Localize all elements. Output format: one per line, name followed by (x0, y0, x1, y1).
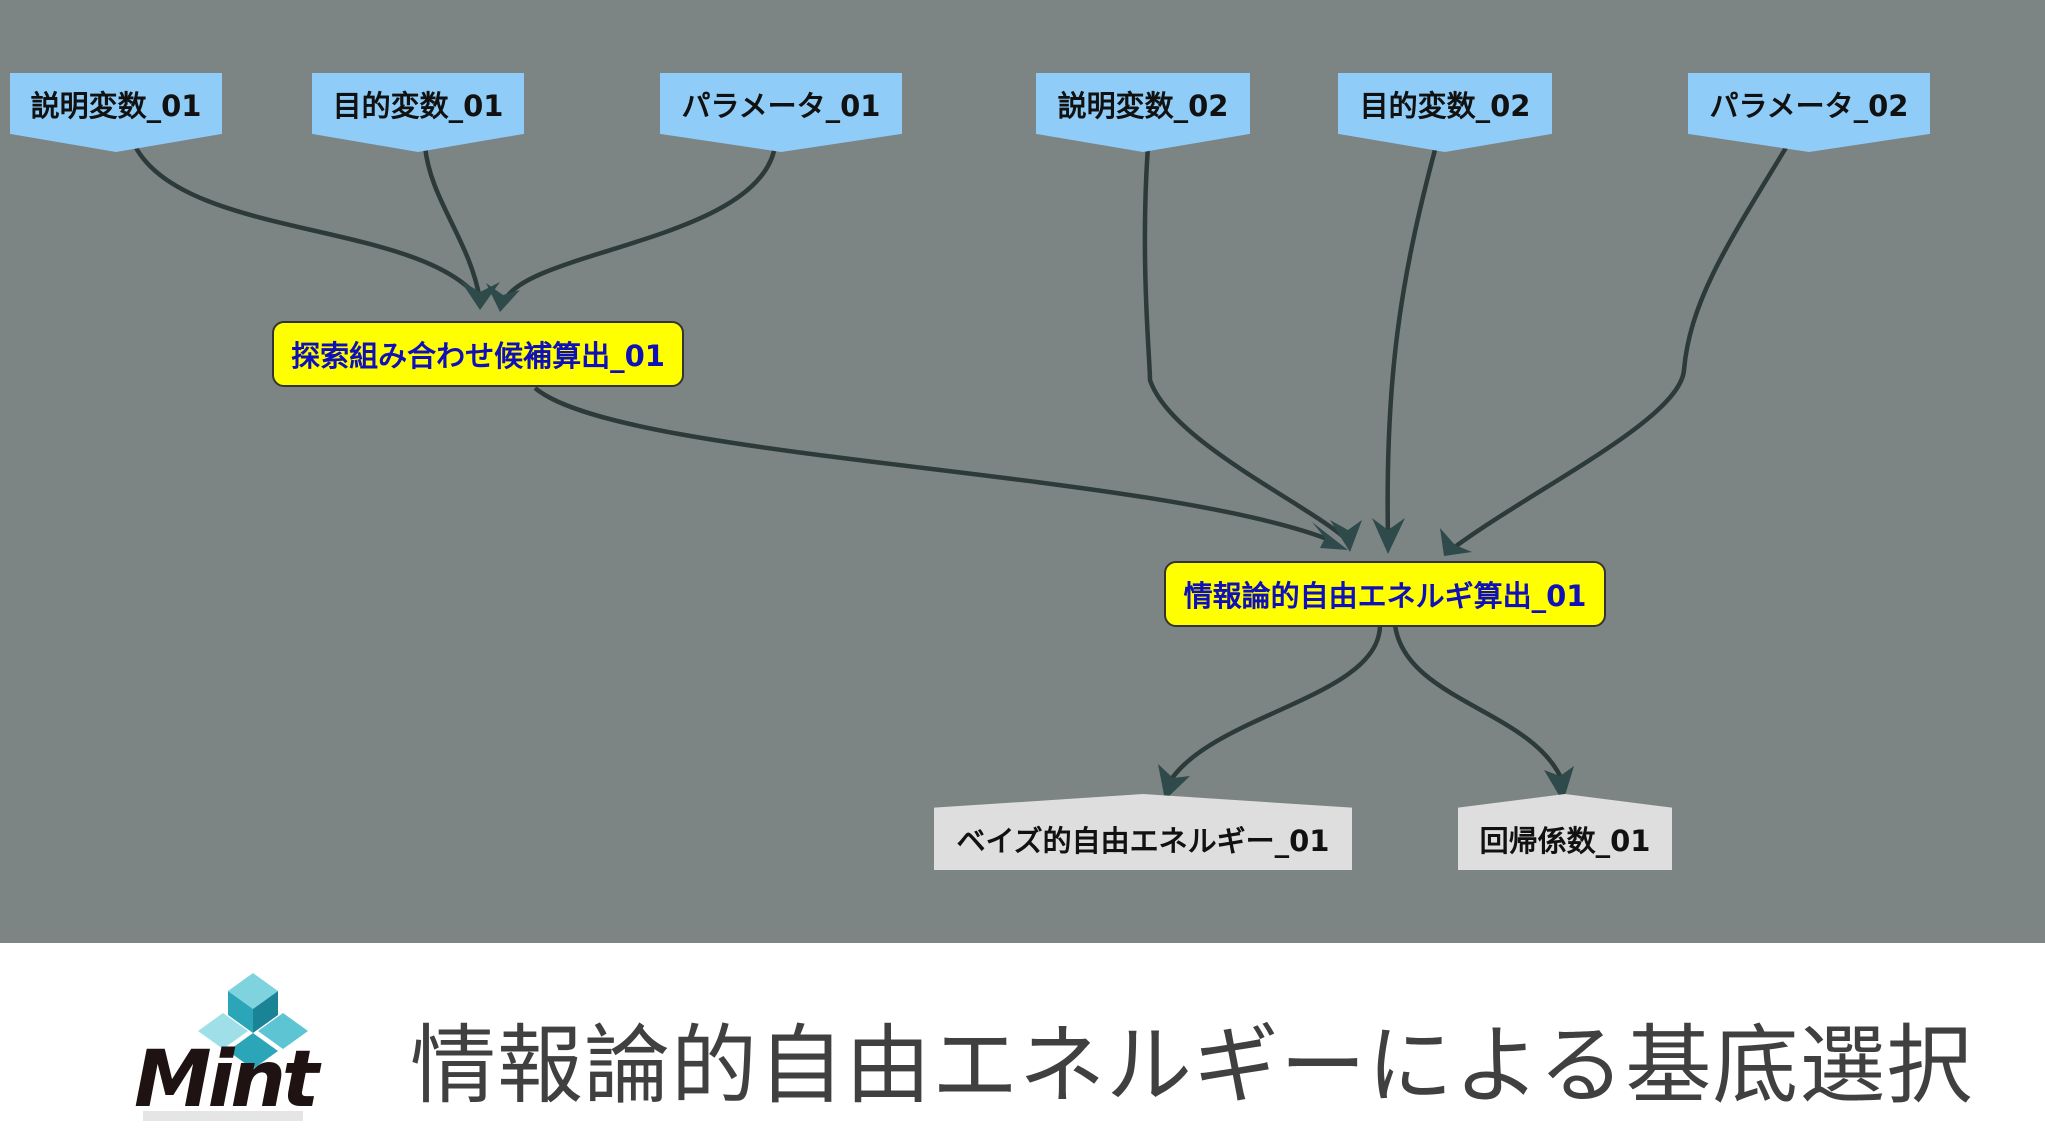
edges-layer (133, 144, 1789, 802)
arrowhead (1158, 764, 1190, 800)
mint-logo-icon: Mint (134, 973, 326, 1125)
arrowhead (1330, 520, 1362, 552)
page-title: 情報論的自由エネルギーによる基底選択 (410, 1016, 1974, 1116)
parameter-node-parameter-02[interactable]: パラメータ_02 (1688, 73, 1930, 152)
process-node-free-energy[interactable]: 情報論的自由エネルギ算出_01 (1164, 561, 1606, 627)
parameter-node-target-02[interactable]: 目的変数_02 (1338, 73, 1552, 152)
parameter-node-parameter-01[interactable]: パラメータ_01 (660, 73, 902, 152)
edge-proc2-out2 (1392, 624, 1564, 779)
parameter-node-explanatory-02[interactable]: 説明変数_02 (1036, 73, 1250, 152)
workflow-canvas: 説明変数_01 目的変数_01 パラメータ_01 説明変数_02 目的変数_02… (0, 0, 2045, 943)
edge-p2-c (1446, 144, 1789, 554)
edge-p2-a (1142, 145, 1347, 540)
parameter-node-explanatory-01[interactable]: 説明変数_01 (10, 73, 222, 152)
arrowhead (486, 283, 520, 312)
process-node-candidate-search[interactable]: 探索組み合わせ候補算出_01 (272, 321, 684, 387)
edge-p1-a (133, 144, 482, 302)
edge-p1-c (502, 145, 778, 302)
arrowhead (1544, 766, 1574, 802)
footer-banner: Mint 情報論的自由エネルギーによる基底選択 (0, 943, 2045, 1141)
logo-lettering: Mint (134, 1035, 322, 1125)
arrowhead (1372, 518, 1405, 554)
arrowhead (1312, 522, 1348, 550)
edge-proc1-proc2 (533, 386, 1331, 543)
edge-proc2-out1 (1162, 624, 1383, 791)
output-node-bayes-free-energy[interactable]: ベイズ的自由エネルギー_01 (934, 794, 1352, 870)
parameter-node-target-01[interactable]: 目的変数_01 (312, 73, 524, 152)
logo-cube (198, 973, 308, 1069)
edge-p2-b (1385, 145, 1439, 539)
edge-p1-b (422, 145, 483, 301)
arrowhead (1440, 528, 1472, 556)
output-node-regression-coefficient[interactable]: 回帰係数_01 (1458, 794, 1672, 870)
